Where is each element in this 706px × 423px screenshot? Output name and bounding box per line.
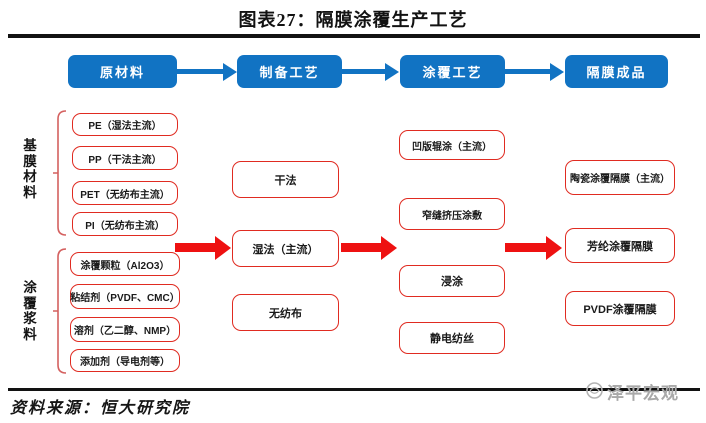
red-arrow-icon [175, 243, 215, 252]
slurry-box-binder: 粘结剂（PVDF、CMC） [70, 284, 180, 309]
material-box-pi: PI（无纺布主流） [72, 212, 178, 236]
slurry-box-solvent: 溶剂（乙二醇、NMP） [70, 317, 180, 342]
prep-box-wet: 湿法（主流） [232, 230, 339, 267]
group-bracket [53, 248, 67, 374]
flow-step-preparation: 制备工艺 [237, 55, 342, 88]
flow-step-raw-materials: 原材料 [68, 55, 177, 88]
product-box-pvdf: PVDF涂覆隔膜 [565, 291, 675, 326]
coating-box-dip: 浸涂 [399, 265, 505, 297]
coating-box-gravure: 凹版辊涂（主流） [399, 130, 505, 160]
blue-arrow-icon [177, 69, 223, 74]
flow-step-coating: 涂覆工艺 [400, 55, 505, 88]
group-bracket [53, 110, 67, 236]
source-note: 资料来源：恒大研究院 [10, 400, 191, 417]
red-arrow-icon [505, 243, 546, 252]
slurry-box-additive: 添加剂（导电剂等） [70, 349, 180, 372]
material-box-pet: PET（无纺布主流） [72, 181, 178, 205]
product-box-ceramic: 陶瓷涂覆隔膜（主流） [565, 160, 675, 195]
product-box-aramid: 芳纶涂覆隔膜 [565, 228, 675, 263]
blue-arrow-icon [342, 69, 385, 74]
blue-arrow-icon [505, 69, 550, 74]
footer-rule [8, 388, 700, 391]
slurry-box-particles: 涂覆颗粒（Al2O3） [70, 252, 180, 276]
group-label-base-film: 基膜材料 [23, 138, 37, 200]
material-box-pe: PE（湿法主流） [72, 113, 178, 136]
zeping-logo-icon [586, 382, 603, 399]
zeping-watermark: 泽平宏观 [607, 384, 679, 403]
group-label-coating-slurry: 涂覆浆料 [23, 280, 37, 342]
material-box-pp: PP（干法主流） [72, 146, 178, 170]
prep-box-nonwoven: 无纺布 [232, 294, 339, 331]
prep-box-dry: 干法 [232, 161, 339, 198]
figure-title: 图表27：隔膜涂覆生产工艺 [238, 10, 468, 30]
title-underline [8, 34, 700, 38]
flow-step-finished-separator: 隔膜成品 [565, 55, 668, 88]
coating-box-slot-die: 窄缝挤压涂敷 [399, 198, 505, 230]
coating-box-electrospinning: 静电纺丝 [399, 322, 505, 354]
red-arrow-icon [341, 243, 381, 252]
